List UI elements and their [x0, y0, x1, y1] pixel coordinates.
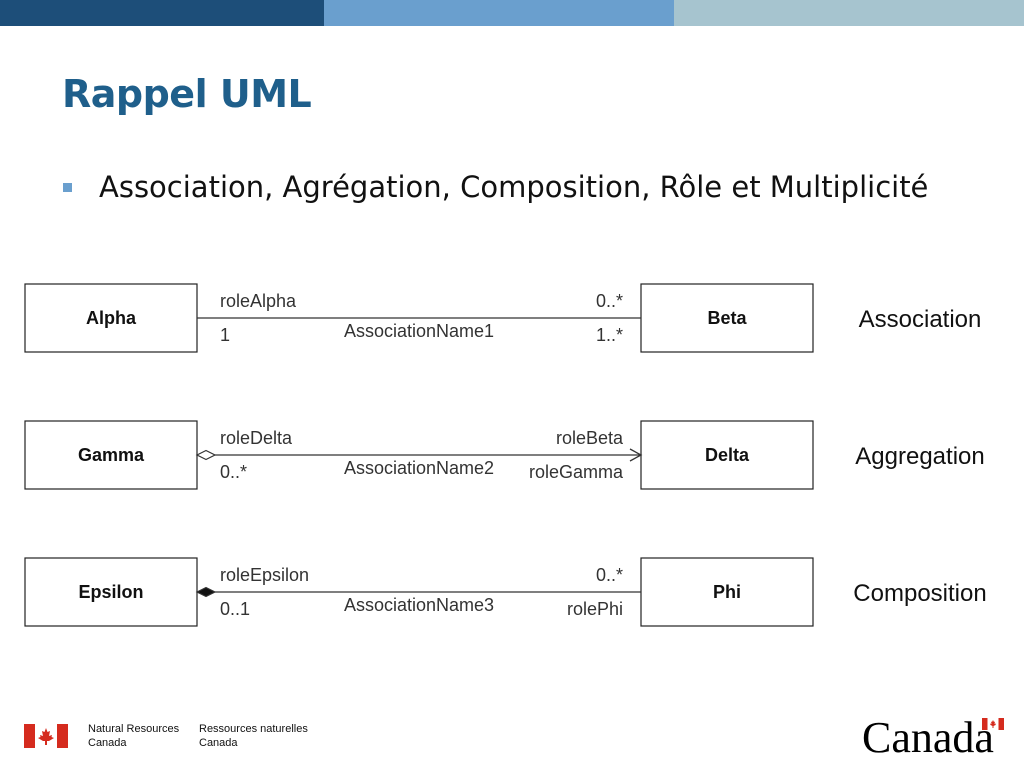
label-right-bottom: 1..*: [596, 325, 623, 345]
role-label-left: roleEpsilon: [220, 565, 309, 585]
label-right-top: roleBeta: [556, 428, 624, 448]
multiplicity-label-left: 1: [220, 325, 230, 345]
top-color-bar: [0, 0, 1024, 26]
dept-fr-line2: Canada: [199, 737, 238, 749]
multiplicity-label-left: 0..1: [220, 599, 250, 619]
dept-name-french: Ressources naturelles Canada: [199, 722, 308, 750]
dept-name-english: Natural Resources Canada: [88, 722, 179, 750]
class-box-alpha: [24, 283, 198, 353]
label-right-top: 0..*: [596, 565, 623, 585]
class-box-phi: [640, 557, 814, 627]
association-name: AssociationName2: [344, 458, 494, 478]
label-right-top: 0..*: [596, 291, 623, 311]
role-label-left: roleAlpha: [220, 291, 297, 311]
canada-wordmark: Canada: [862, 713, 994, 762]
label-right-bottom: rolePhi: [567, 599, 623, 619]
relationship-kind-label: Aggregation: [855, 443, 984, 470]
slide-title: Rappel UML: [62, 72, 312, 116]
class-name: Phi: [713, 582, 741, 602]
dept-fr-line1: Ressources naturelles: [199, 723, 308, 735]
role-label-left: roleDelta: [220, 428, 293, 448]
label-right-bottom: roleGamma: [529, 462, 624, 482]
navigability-arrow-icon: [629, 448, 643, 462]
top-bar-segment-mid: [324, 0, 674, 26]
aggregation-diamond-icon: [195, 449, 217, 461]
class-box-delta: [640, 420, 814, 490]
class-name: Gamma: [78, 445, 145, 465]
top-bar-segment-dark: [0, 0, 324, 26]
bullet-square-icon: [63, 183, 72, 192]
class-name: Epsilon: [78, 582, 143, 602]
canada-flag-icon: [24, 724, 68, 748]
multiplicity-label-left: 0..*: [220, 462, 247, 482]
class-box-gamma: [24, 420, 198, 490]
composition-diamond-icon: [195, 586, 217, 598]
class-name: Delta: [705, 445, 750, 465]
association-name: AssociationName1: [344, 321, 494, 341]
top-bar-segment-light: [674, 0, 1024, 26]
wordmark-flag-icon: [982, 718, 1004, 730]
relationship-kind-label: Composition: [853, 580, 986, 607]
dept-en-line2: Canada: [88, 737, 127, 749]
bullet-text: Association, Agrégation, Composition, Rô…: [99, 170, 929, 204]
dept-en-line1: Natural Resources: [88, 723, 180, 735]
association-name: AssociationName3: [344, 595, 494, 615]
class-name: Beta: [707, 308, 747, 328]
class-box-epsilon: [24, 557, 198, 627]
class-name: Alpha: [86, 308, 137, 328]
relationship-kind-label: Association: [859, 306, 982, 333]
